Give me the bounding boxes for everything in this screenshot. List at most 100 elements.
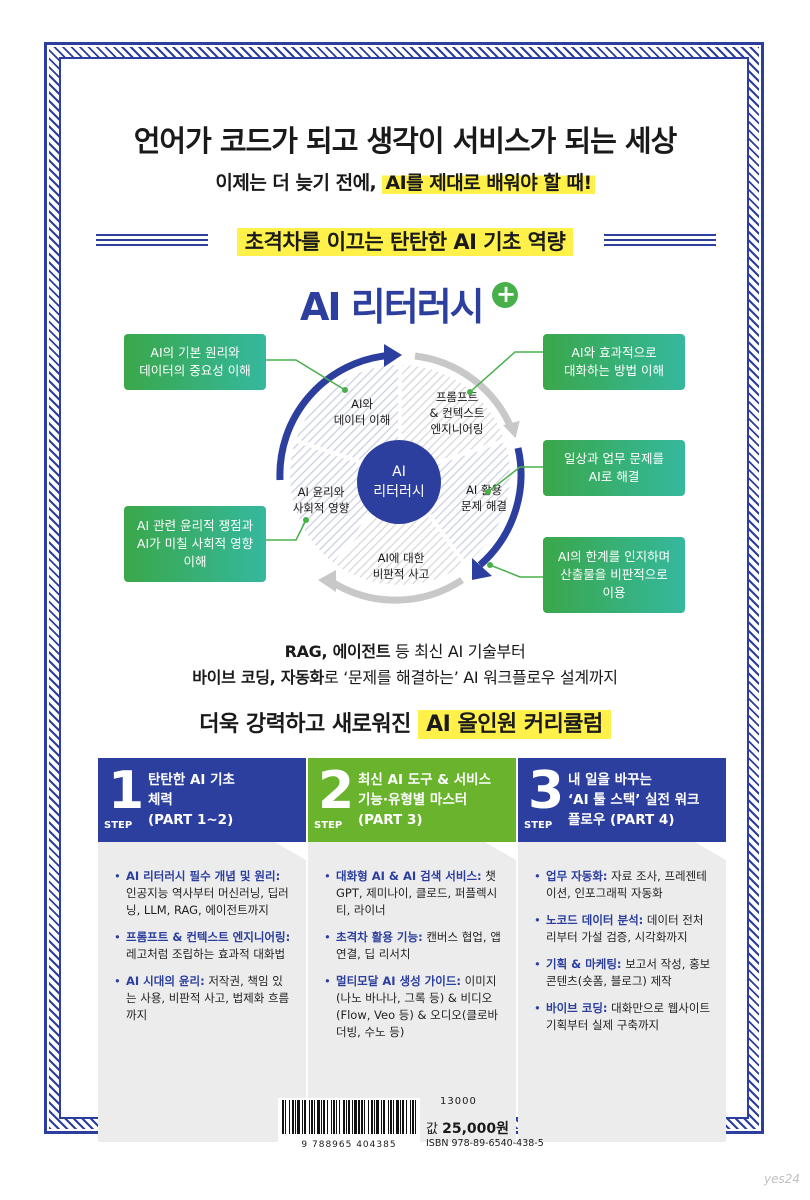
step-body: AI 리터러시 필수 개념 및 원리: 인공지능 역사부터 머신러닝, 딥러닝,… xyxy=(98,842,306,1142)
barcode-bar xyxy=(400,1100,401,1134)
step-number: 3 xyxy=(528,761,565,821)
item-key: AI 시대의 윤리: xyxy=(126,974,205,988)
barcode-bar xyxy=(292,1100,294,1134)
segment-label-critical: AI에 대한 비판적 사고 xyxy=(372,551,430,581)
barcode-bar xyxy=(390,1100,392,1134)
barcode-bar xyxy=(331,1100,332,1134)
list-item: 노코드 데이터 분석: 데이터 전처리부터 가설 검증, 시각화까지 xyxy=(534,912,712,946)
price-code: 13000 xyxy=(440,1096,477,1107)
info-box-ethics: AI 관련 윤리적 쟁점과 AI가 미칠 사회적 영향 이해 xyxy=(124,506,266,582)
step-word: STEP xyxy=(524,820,553,831)
item-key: 멀티모달 AI 생성 가이드: xyxy=(336,974,462,988)
decorative-rule-right xyxy=(604,234,716,246)
watermark-text: yes24 xyxy=(764,1172,801,1186)
segment-label-problem: AI 활용 문제 해결 xyxy=(461,483,507,513)
step-header: 2 STEP 최신 AI 도구 & 서비스 기능·유형별 마스터 (PART 3… xyxy=(308,758,516,842)
barcode-bar xyxy=(402,1100,404,1134)
item-value: 데이터 전처리부터 가설 검증, 시각화까지 xyxy=(546,913,704,944)
subhead: 이제는 더 늦기 전에, AI를 제대로 배워야 할 때! xyxy=(0,168,810,195)
barcode-bar xyxy=(297,1100,300,1134)
arc-arrow-top-left xyxy=(276,352,389,481)
step-title: 최신 AI 도구 & 서비스 기능·유형별 마스터 (PART 3) xyxy=(358,772,491,828)
list-item: 대화형 AI & AI 검색 서비스: 챗GPT, 제미나이, 클로드, 퍼플렉… xyxy=(324,868,502,919)
barcode-bar xyxy=(383,1100,385,1134)
segment-label-ethics: AI 윤리와 사회적 영향 xyxy=(292,485,350,515)
barcode-bar xyxy=(327,1100,328,1134)
step-card-3: 3 STEP 내 일을 바꾸는 ‘AI 툴 스택’ 실전 워크 플로우 (PAR… xyxy=(518,758,726,1142)
barcode-bar xyxy=(374,1100,375,1134)
step-title: 탄탄한 AI 기초 체력 (PART 1~2) xyxy=(148,772,235,828)
list-item: 초격차 활용 기능: 캔버스 협업, 앱 연결, 딥 리서치 xyxy=(324,929,502,963)
arrowhead-bottom xyxy=(318,570,336,592)
arrowhead-right-lower xyxy=(472,558,492,580)
step-card-1: 1 STEP 탄탄한 AI 기초 체력 (PART 1~2) AI 리터러시 필… xyxy=(98,758,306,1142)
item-key: AI 리터러시 필수 개념 및 원리: xyxy=(126,869,281,883)
barcode-bar xyxy=(348,1100,350,1134)
section-title-highlight: AI 올인원 커리큘럼 xyxy=(418,710,611,739)
item-key: 노코드 데이터 분석: xyxy=(546,913,644,927)
barcode-bar xyxy=(388,1100,389,1134)
item-value: 이미지(나노 바나나, 그록 등) & 비디오(Flow, Veo 등) & 오… xyxy=(336,974,499,1039)
barcode: 9 788965 404385 xyxy=(278,1098,420,1150)
barcode-bar xyxy=(358,1100,360,1134)
step-body: 업무 자동화: 자료 조사, 프레젠테이션, 인포그래픽 자동화 노코드 데이터… xyxy=(518,842,726,1142)
barcode-bar xyxy=(304,1100,306,1134)
arc-arrow-right xyxy=(477,447,525,568)
headline-part: 코드 xyxy=(219,124,272,158)
barcode-bar xyxy=(412,1100,414,1134)
step-card-2: 2 STEP 최신 AI 도구 & 서비스 기능·유형별 마스터 (PART 3… xyxy=(308,758,516,1142)
barcode-bar xyxy=(343,1100,345,1134)
segment-label-data: AI와 데이터 이해 xyxy=(333,397,391,427)
barcode-bar xyxy=(333,1100,335,1134)
item-key: 기획 & 마케팅: xyxy=(546,957,622,971)
barcode-bar xyxy=(302,1100,303,1134)
isbn: ISBN 978-89-6540-438-5 xyxy=(426,1138,544,1149)
section-title-text: 초격차를 이끄는 탄탄한 AI 기초 역량 xyxy=(236,228,574,256)
item-value: 레고처럼 조립하는 효과적 대화법 xyxy=(126,947,286,961)
headline-part: 언어가 xyxy=(133,124,220,158)
step-number: 2 xyxy=(318,761,355,821)
barcode-bar xyxy=(406,1100,407,1134)
body-bold: RAG, 에이전트 xyxy=(284,642,391,661)
arc-arrow-bottom xyxy=(330,577,464,604)
headline-part: 가 되고 xyxy=(271,124,367,158)
barcode-bar xyxy=(282,1100,284,1134)
list-item: 기획 & 마케팅: 보고서 작성, 홍보 콘텐츠(숏폼, 블로그) 제작 xyxy=(534,956,712,990)
barcode-bar xyxy=(339,1100,340,1134)
plus-icon: + xyxy=(492,282,518,308)
center-circle-label: AI 리터러시 xyxy=(357,440,441,524)
list-item: 멀티모달 AI 생성 가이드: 이미지(나노 바나나, 그록 등) & 비디오(… xyxy=(324,973,502,1041)
barcode-bar xyxy=(415,1100,416,1134)
connector-lines xyxy=(266,351,543,578)
step-body: 대화형 AI & AI 검색 서비스: 챗GPT, 제미나이, 클로드, 퍼플렉… xyxy=(308,842,516,1142)
barcode-bar xyxy=(311,1100,313,1134)
info-box-data-understanding: AI의 기본 원리와 데이터의 중요성 이해 xyxy=(124,334,266,390)
decorative-rule-left xyxy=(96,234,208,246)
section-title-curriculum: 더욱 강력하고 새로워진 AI 올인원 커리큘럼 xyxy=(0,706,810,739)
barcode-bar xyxy=(376,1100,379,1134)
barcode-bar xyxy=(317,1100,320,1134)
item-value: 보고서 작성, 홍보 콘텐츠(숏폼, 블로그) 제작 xyxy=(546,957,711,988)
barcode-bar xyxy=(321,1100,322,1134)
info-box-prompting: AI와 효과적으로 대화하는 방법 이해 xyxy=(543,334,685,390)
item-key: 대화형 AI & AI 검색 서비스: xyxy=(336,869,482,883)
body-bold: 바이브 코딩, 자동화 xyxy=(192,668,324,687)
list-item: AI 리터러시 필수 개념 및 원리: 인공지능 역사부터 머신러닝, 딥러닝,… xyxy=(114,868,292,919)
price-value: 25,000원 xyxy=(442,1121,509,1137)
info-box-problem-solving: 일상과 업무 문제를 AI로 해결 xyxy=(543,440,685,496)
item-value: 저작권, 책임 있는 사용, 비판적 사고, 법제화 흐름까지 xyxy=(126,974,290,1022)
barcode-bar xyxy=(309,1100,310,1134)
price-label: 값 xyxy=(426,1122,443,1137)
barcode-bar xyxy=(346,1100,347,1134)
headline: 언어가 코드가 되고 생각이 서비스가 되는 세상 xyxy=(0,118,810,160)
item-value: 자료 조사, 프레젠테이션, 인포그래픽 자동화 xyxy=(546,869,707,900)
section-title-text: 더욱 강력하고 새로워진 xyxy=(199,712,419,737)
headline-part: 가 되는 세상 xyxy=(529,124,678,158)
item-key: 초격차 활용 기능: xyxy=(336,930,423,944)
item-value: 대화만으로 웹사이트 기획부터 실제 구축까지 xyxy=(546,1001,711,1032)
item-value: 캔버스 협업, 앱 연결, 딥 리서치 xyxy=(336,930,501,961)
body-text: 등 최신 AI 기술부터 xyxy=(390,642,526,661)
barcode-bar xyxy=(410,1100,411,1134)
barcode-bar xyxy=(354,1100,357,1134)
subhead-text: 이제는 더 늦기 전에, xyxy=(215,172,383,194)
